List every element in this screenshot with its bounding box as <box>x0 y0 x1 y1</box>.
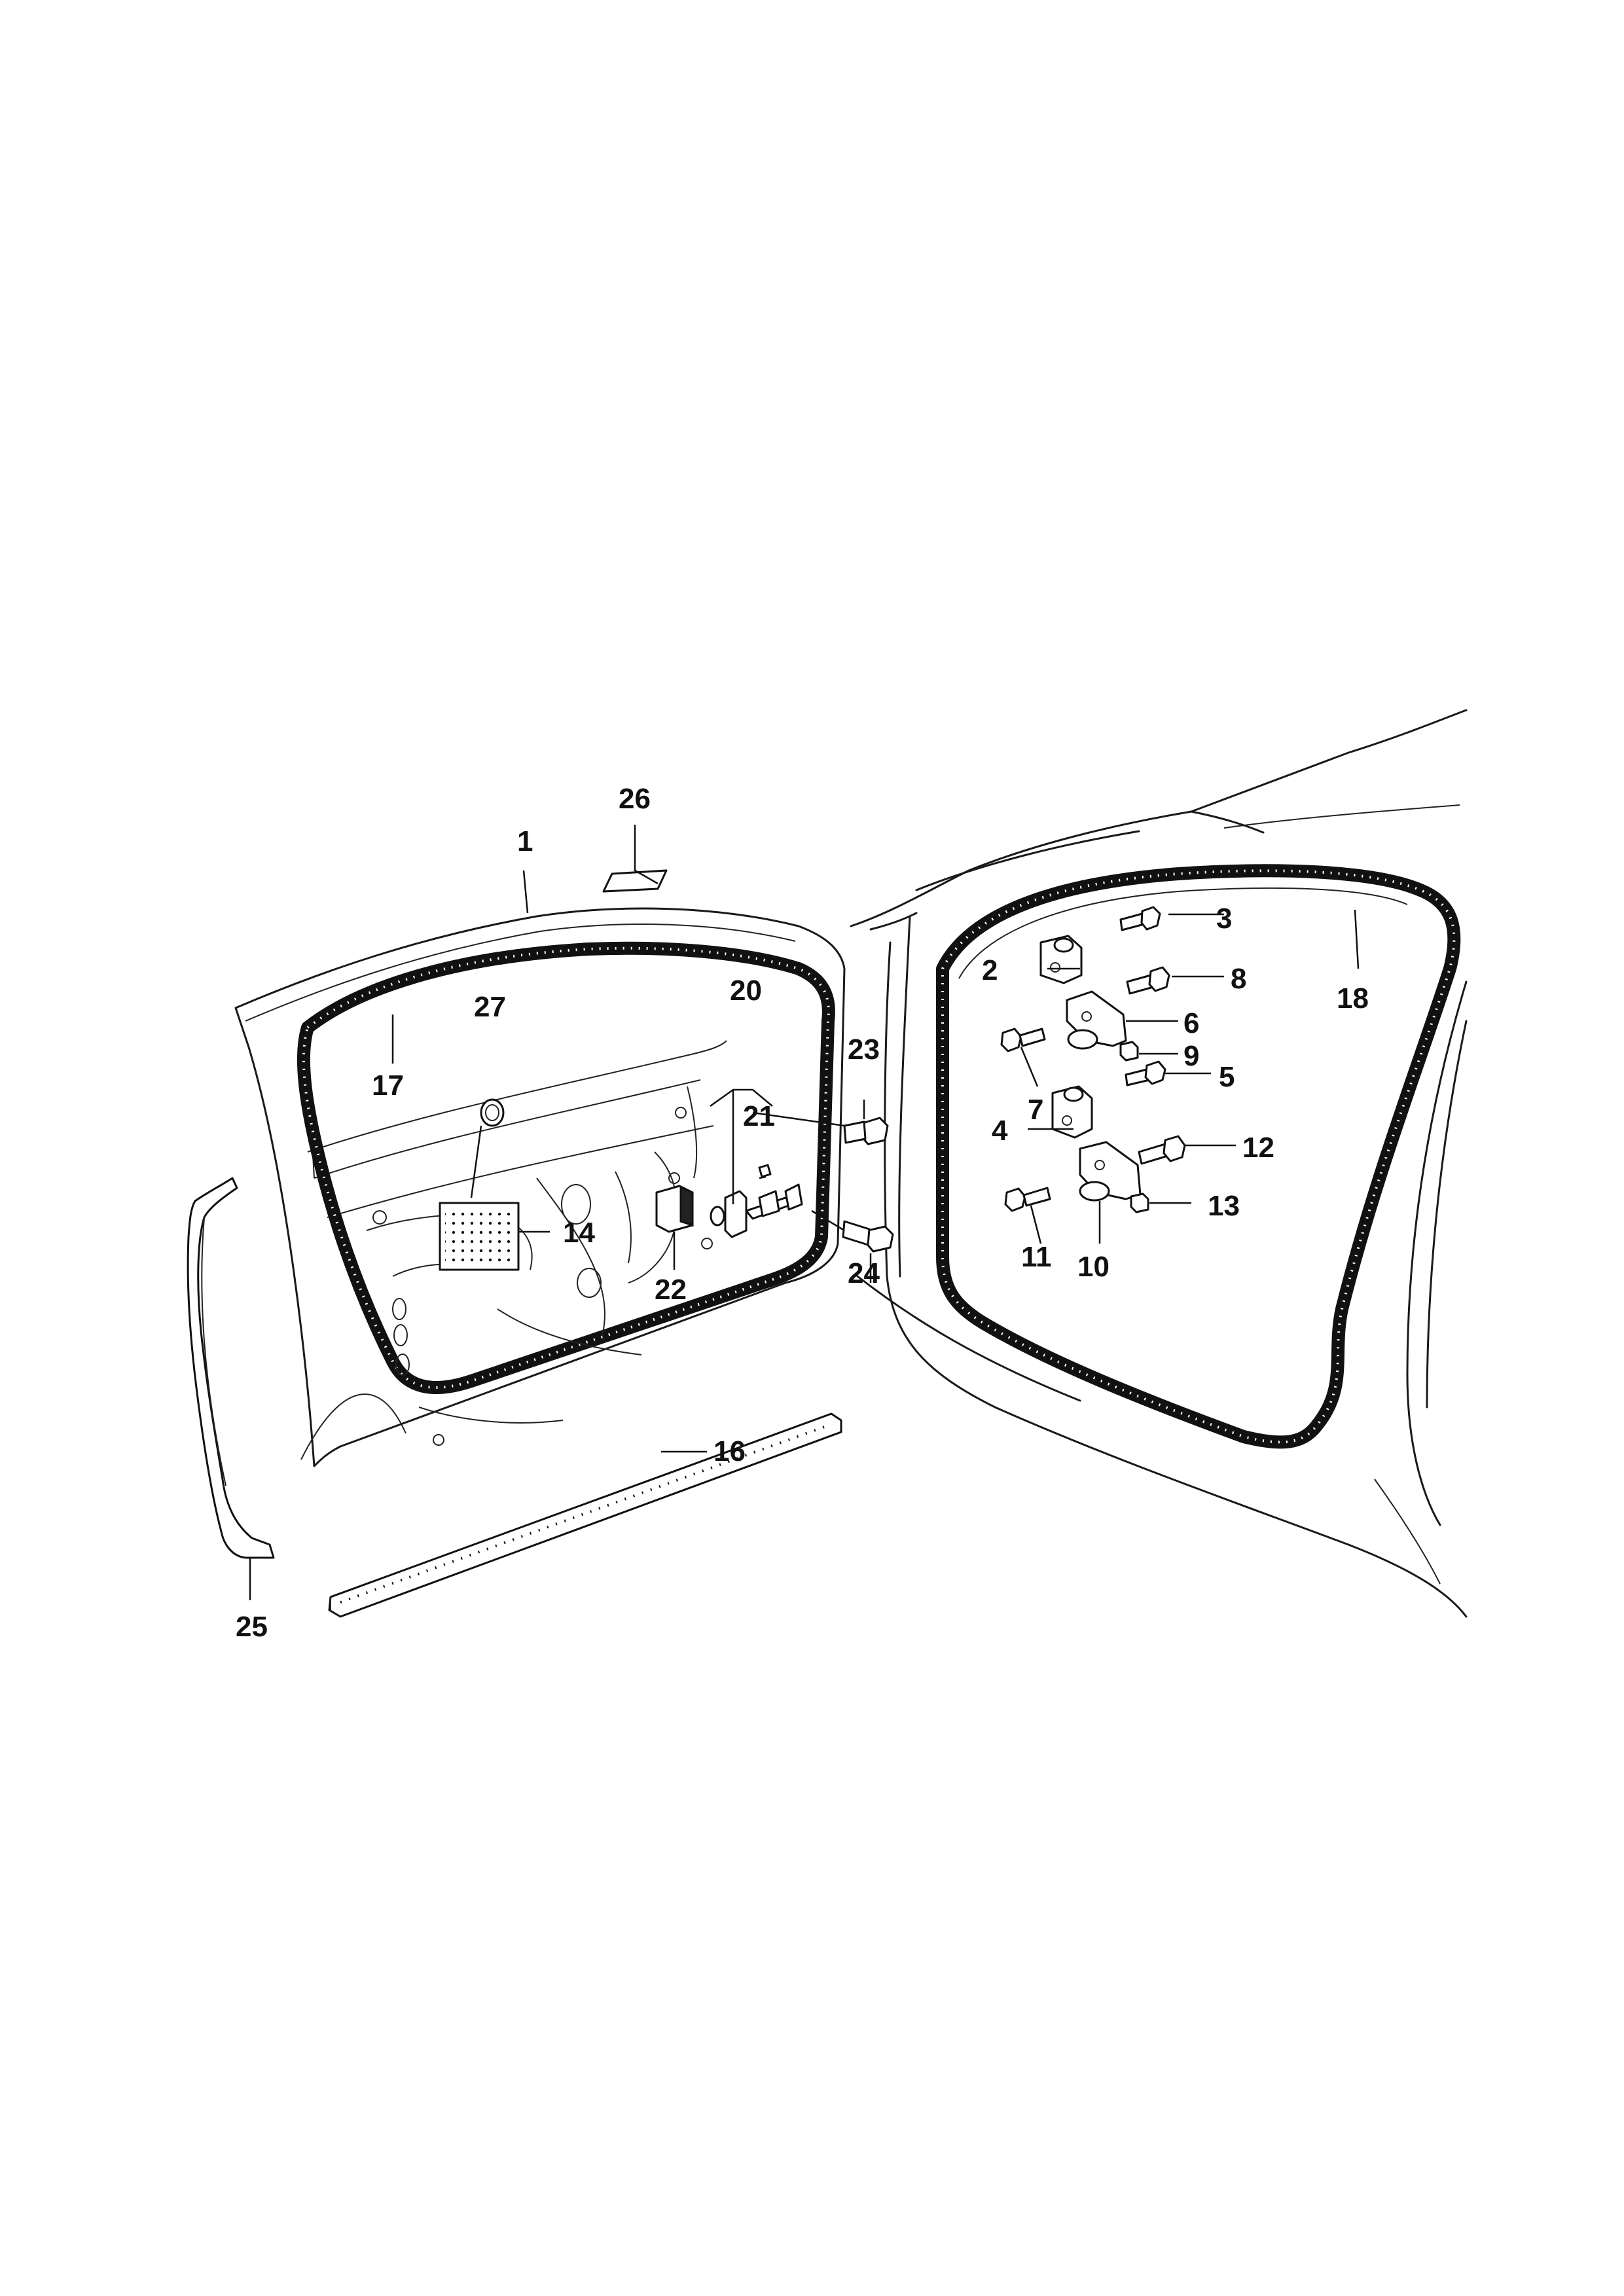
callout-10: 10 <box>1077 1251 1110 1283</box>
bushing-lower <box>1130 1193 1149 1213</box>
bolt-12 <box>1138 1135 1186 1165</box>
bolt-lower <box>842 1220 894 1253</box>
callout-11: 11 <box>1021 1241 1052 1273</box>
door-check-strap <box>710 1183 803 1238</box>
label-sticker <box>602 869 668 893</box>
callout-26: 26 <box>619 783 651 815</box>
plug <box>480 1098 505 1127</box>
connector <box>655 1185 694 1233</box>
callout-5: 5 <box>1219 1061 1235 1093</box>
small-nut <box>758 1164 772 1178</box>
upper-hinge-door-half <box>1039 935 1083 984</box>
callout-27: 27 <box>474 991 506 1023</box>
bolt-7 <box>1000 1028 1046 1052</box>
callout-25: 25 <box>236 1611 268 1643</box>
bolt-5 <box>1125 1060 1166 1086</box>
callout-4: 4 <box>992 1115 1008 1147</box>
callout-7: 7 <box>1028 1094 1043 1126</box>
door-seal <box>297 941 835 1394</box>
lower-hinge-body-half <box>1079 1141 1142 1202</box>
bolt-3 <box>1119 906 1161 931</box>
callout-16: 16 <box>713 1435 746 1467</box>
edge-seal <box>187 1177 275 1559</box>
callout-21: 21 <box>743 1100 775 1132</box>
callout-6: 6 <box>1183 1007 1199 1039</box>
callout-22: 22 <box>655 1274 687 1306</box>
callout-1: 1 <box>517 825 533 857</box>
damping-pad-texture <box>445 1208 513 1265</box>
bolt-upper <box>843 1117 889 1145</box>
callout-17: 17 <box>372 1069 404 1102</box>
sill-seal <box>328 1412 842 1618</box>
callout-24: 24 <box>848 1257 880 1289</box>
callout-2: 2 <box>982 954 998 986</box>
car-body <box>850 709 1468 1618</box>
callout-8: 8 <box>1231 963 1246 995</box>
bushing-upper <box>1119 1041 1139 1062</box>
callout-labels: 1 26 3 2 8 6 9 7 5 4 12 13 10 11 18 17 2… <box>236 783 1369 1643</box>
callout-14: 14 <box>563 1217 595 1249</box>
upper-hinge-body-half <box>1066 990 1127 1050</box>
callout-18: 18 <box>1337 982 1369 1014</box>
door-opening-seal <box>936 864 1461 1449</box>
callout-3: 3 <box>1216 903 1232 935</box>
callout-20: 20 <box>730 975 762 1007</box>
leader-lines <box>249 825 1360 1600</box>
bolt-8 <box>1126 966 1170 995</box>
callout-13: 13 <box>1208 1190 1240 1222</box>
door-inner-panel <box>366 1086 713 1446</box>
callout-9: 9 <box>1183 1040 1199 1072</box>
bolt-11 <box>1004 1187 1051 1212</box>
callout-12: 12 <box>1242 1132 1274 1164</box>
callout-23: 23 <box>848 1033 880 1066</box>
lower-hinge-door-half <box>1051 1085 1093 1139</box>
